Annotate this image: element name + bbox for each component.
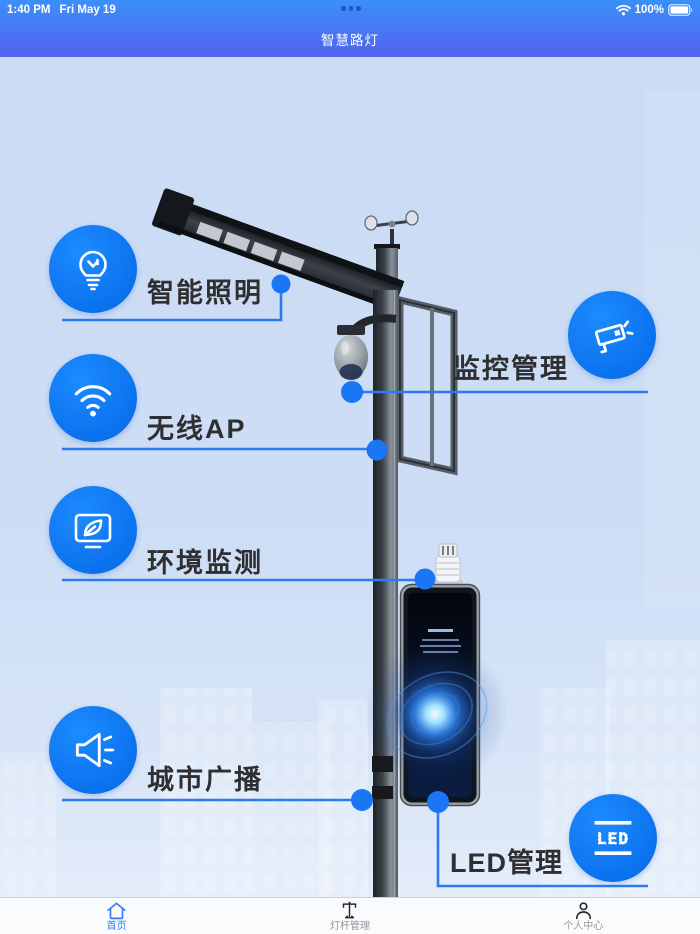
callout-connectors [62, 287, 648, 888]
tab-profile-label: 个人中心 [563, 920, 604, 932]
feature-button-wireless-ap[interactable] [49, 354, 137, 442]
connector-dots [271, 274, 449, 813]
feature-label-led-management: LED管理 [450, 848, 563, 878]
tab-profile[interactable]: 个人中心 [467, 898, 700, 934]
dome-camera [334, 314, 397, 380]
lightbulb-icon [79, 250, 107, 291]
feature-button-environment[interactable] [49, 486, 137, 574]
tab-pole-management-label: 灯杆管理 [329, 920, 370, 932]
top-bar: 1:40 PM Fri May 19 100% 智慧路灯 [0, 0, 700, 57]
speaker-icon [75, 732, 115, 768]
banner-frame [396, 295, 458, 476]
feature-button-led-management[interactable]: LED [569, 794, 657, 882]
page-title: 智慧路灯 [321, 32, 379, 48]
multitask-dots-icon [341, 6, 361, 11]
city-skyline-background [0, 90, 700, 897]
anemometer [364, 210, 419, 254]
status-date: Fri May 19 [59, 4, 116, 16]
light-pole-icon [343, 901, 357, 918]
status-bar: 1:40 PM Fri May 19 100% [0, 0, 700, 20]
streetlight-illustration [0, 90, 700, 897]
nav-bar: 智慧路灯 [0, 20, 700, 57]
tab-home[interactable]: 首页 [0, 898, 233, 934]
feature-label-city-broadcast: 城市广播 [147, 765, 263, 795]
home-icon [107, 902, 126, 919]
tab-home-label: 首页 [106, 920, 127, 932]
feature-button-surveillance[interactable] [568, 291, 656, 379]
battery-percent: 100% [634, 4, 664, 16]
content-area: LED 智能照明 监控管理 无线AP 环境监测 城市广播 LED管理 [0, 57, 700, 897]
svg-text:LED: LED [597, 829, 630, 848]
feature-label-smart-lighting: 智能照明 [147, 278, 263, 308]
environment-sensor [431, 543, 463, 587]
cctv-camera-icon [594, 320, 634, 354]
feature-button-city-broadcast[interactable] [49, 706, 137, 794]
battery-icon [668, 4, 693, 16]
feature-label-environment: 环境监测 [147, 548, 263, 578]
tab-bar: 首页 灯杆管理 个人中心 [0, 897, 700, 934]
feature-label-surveillance: 监控管理 [453, 354, 569, 384]
led-display-screen [364, 583, 508, 807]
feature-button-smart-lighting[interactable] [49, 225, 137, 313]
lamp-arm [152, 188, 405, 312]
lamppost [152, 188, 508, 897]
led-matrix-icon: LED [594, 820, 632, 856]
status-time: 1:40 PM [7, 4, 51, 16]
wifi-status-icon [615, 4, 631, 16]
tab-pole-management[interactable]: 灯杆管理 [233, 898, 466, 934]
user-icon [575, 901, 591, 919]
wifi-icon [74, 385, 112, 417]
monitor-leaf-icon [74, 513, 112, 549]
feature-label-wireless-ap: 无线AP [147, 414, 247, 444]
